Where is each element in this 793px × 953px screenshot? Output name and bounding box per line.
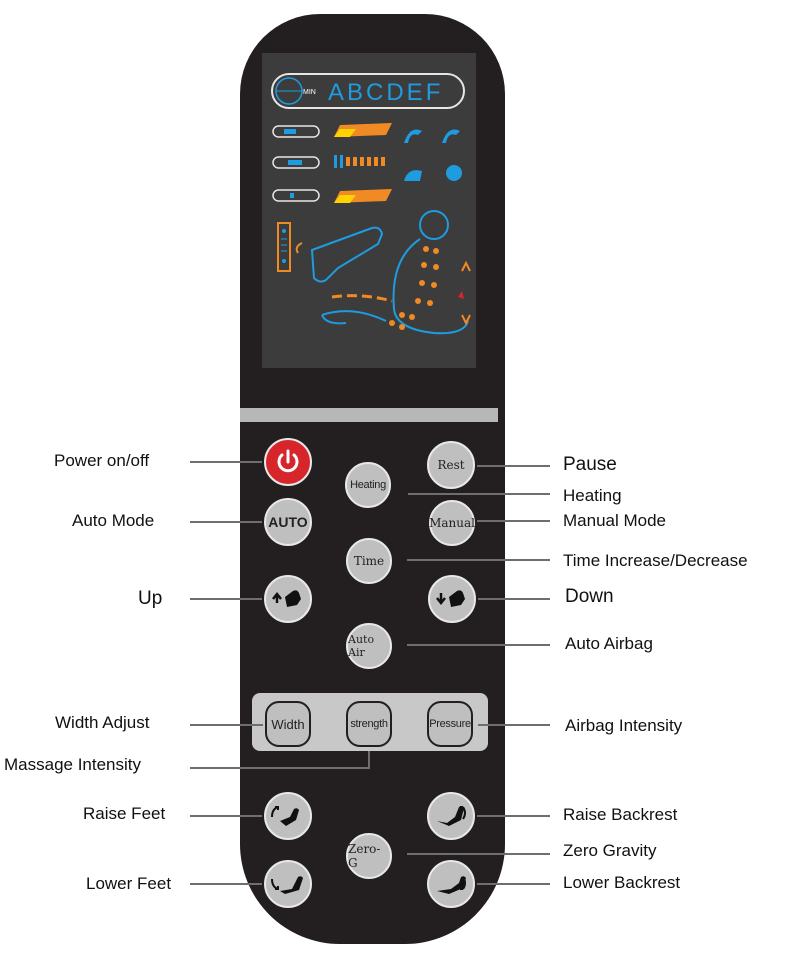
label-lower-backrest: Lower Backrest — [563, 873, 681, 892]
leader-time — [407, 559, 550, 561]
label-auto-airbag: Auto Airbag — [565, 634, 653, 653]
leader-up — [190, 598, 262, 600]
lower-backrest-button[interactable] — [427, 860, 475, 908]
label-heating: Heating — [563, 486, 622, 505]
leader-pause — [477, 465, 550, 467]
label-massage-intensity: Massage Intensity — [4, 755, 142, 774]
lcd-display: MIN ABCDEF — [262, 53, 476, 368]
power-button[interactable] — [264, 438, 312, 486]
lower-feet-button[interactable] — [264, 860, 312, 908]
width-button[interactable]: Width — [265, 701, 311, 747]
label-raise-feet: Raise Feet — [83, 804, 166, 823]
label-down: Down — [565, 586, 614, 607]
leader-power — [190, 461, 262, 463]
power-icon — [277, 449, 299, 473]
label-zero-gravity: Zero Gravity — [563, 841, 657, 860]
leader-auto-air — [407, 644, 550, 646]
pressure-button[interactable]: Pressure — [427, 701, 473, 747]
raise-feet-button[interactable] — [264, 792, 312, 840]
recline-down-icon — [436, 590, 465, 607]
leader-lower-backrest — [477, 883, 550, 885]
display-graphics: MIN ABCDEF — [271, 73, 471, 335]
leader-heating — [408, 493, 550, 495]
leader-pressure — [478, 724, 550, 726]
leader-down — [478, 598, 550, 600]
leader-width — [190, 724, 263, 726]
auto-button[interactable]: AUTO — [264, 498, 312, 546]
raise-backrest-icon — [437, 806, 466, 826]
label-power: Power on/off — [54, 451, 150, 470]
lower-feet-icon — [271, 876, 303, 894]
label-raise-backrest: Raise Backrest — [563, 805, 678, 824]
auto-air-button[interactable]: Auto Air — [346, 623, 392, 669]
label-up: Up — [138, 588, 163, 609]
time-button[interactable]: Time — [346, 538, 392, 584]
label-lower-feet: Lower Feet — [86, 874, 172, 893]
label-time: Time Increase/Decrease — [563, 551, 748, 570]
leader-lower-feet — [190, 883, 262, 885]
leader-raise-backrest — [477, 815, 550, 817]
leader-auto — [190, 521, 262, 523]
rest-button[interactable]: Rest — [427, 441, 475, 489]
label-width-adjust: Width Adjust — [55, 713, 150, 732]
lower-backrest-icon — [437, 876, 466, 894]
leader-strength-vertical — [368, 751, 370, 769]
program-letters: ABCDEF — [328, 79, 443, 106]
down-button[interactable] — [428, 575, 476, 623]
manual-button[interactable]: Manual — [429, 500, 475, 546]
min-label: MIN — [303, 89, 316, 96]
raise-backrest-button[interactable] — [427, 792, 475, 840]
label-auto-mode: Auto Mode — [72, 511, 155, 530]
up-button[interactable] — [264, 575, 312, 623]
remote-divider — [240, 408, 498, 422]
zero-g-button[interactable]: Zero-G — [346, 833, 392, 879]
raise-feet-icon — [271, 806, 299, 826]
recline-up-icon — [272, 590, 301, 607]
leader-raise-feet — [190, 815, 262, 817]
strength-button[interactable]: strength — [346, 701, 392, 747]
leader-strength — [190, 767, 370, 769]
label-manual-mode: Manual Mode — [563, 511, 667, 530]
leader-manual — [477, 520, 550, 522]
label-pause: Pause — [563, 454, 617, 475]
heating-button[interactable]: Heating — [345, 462, 391, 508]
leader-zero-g — [407, 853, 550, 855]
label-airbag-intensity: Airbag Intensity — [565, 716, 683, 735]
